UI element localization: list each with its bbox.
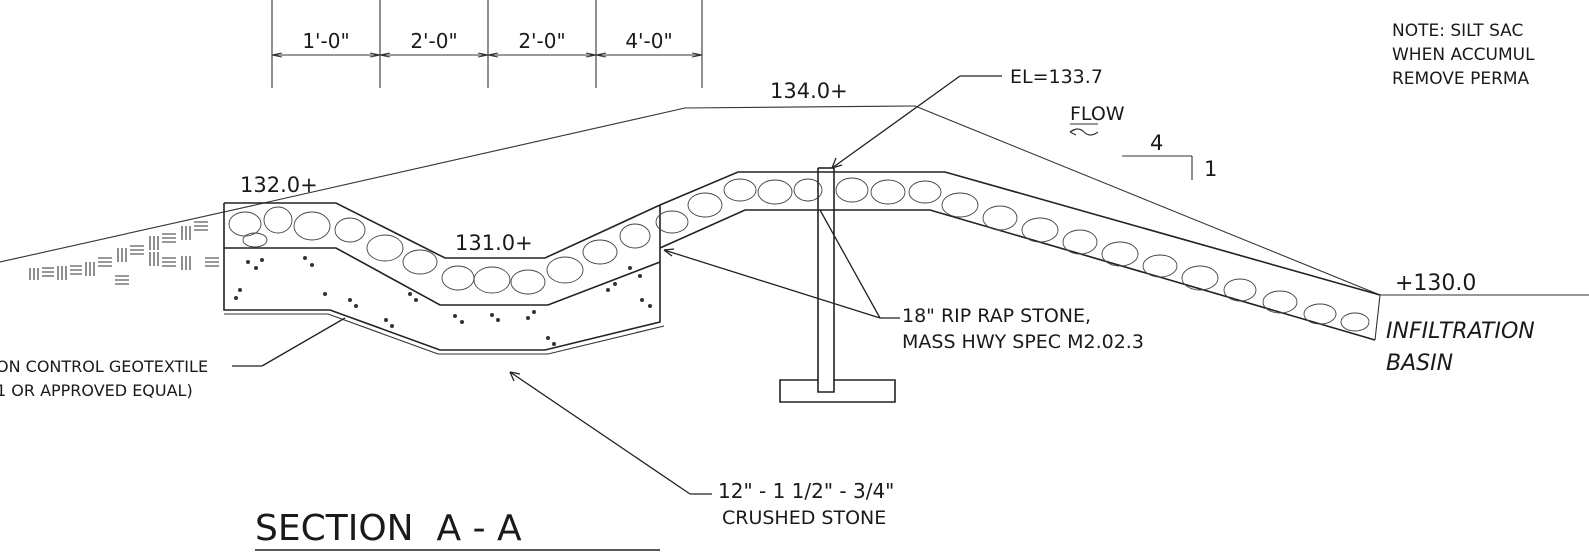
dimension-label-2: 2'-0" [410,29,457,53]
flow-label: FLOW [1070,103,1125,125]
basin-line-1: INFILTRATION [1386,319,1535,344]
grade-lines [0,105,1589,296]
earth-hatch [29,221,219,285]
slope-indicator: 4 1 [1122,131,1217,181]
basin-line-2: BASIN [1386,351,1453,376]
slope-horizontal: 4 [1150,131,1163,155]
riprap-line-2: MASS HWY SPEC M2.02.3 [902,331,1144,353]
slope-vertical: 1 [1204,157,1217,181]
note-line-2: WHEN ACCUMUL [1392,45,1535,65]
note-block: NOTE: SILT SAC WHEN ACCUMUL REMOVE PERMA [1392,21,1535,89]
flow-indicator: FLOW [1069,103,1125,136]
riprap-line-1: 18" RIP RAP STONE, [902,305,1091,327]
weir-elevation-callout: EL=133.7 [831,66,1103,169]
dimension-label-1: 1'-0" [302,29,349,53]
note-line-3: REMOVE PERMA [1392,69,1530,89]
section-title: SECTION A - A [255,508,522,549]
crushed-stone-line-1: 12" - 1 1/2" - 3/4" [718,479,894,503]
elevation-basin: +130.0 [1395,271,1476,296]
riprap-callout: 18" RIP RAP STONE, MASS HWY SPEC M2.02.3 [663,209,1144,353]
riprap-stones [228,177,1370,332]
weir-post [779,167,896,403]
elevation-crest: 134.0+ [770,79,848,103]
trench-body [223,203,665,355]
geotextile-line-2: 1 OR APPROVED EQUAL) [0,381,193,400]
section-title-block: SECTION A - A [255,508,660,551]
basin-label: INFILTRATION BASIN [1386,319,1535,376]
elevation-trough: 131.0+ [455,231,533,255]
crushed-stone-callout: 12" - 1 1/2" - 3/4" CRUSHED STONE [509,371,894,529]
crushed-stone-line-2: CRUSHED STONE [722,507,886,529]
dimension-strip: 1'-0" 2'-0" 2'-0" 4'-0" [271,0,703,88]
elevation-left-bank: 132.0+ [240,173,318,197]
note-line-1: NOTE: SILT SAC [1392,21,1523,41]
geotextile-callout: ON CONTROL GEOTEXTILE 1 OR APPROVED EQUA… [0,317,346,400]
dimension-label-4: 4'-0" [625,29,672,53]
weir-elevation-label: EL=133.7 [1010,66,1103,88]
dimension-label-3: 2'-0" [518,29,565,53]
riprap-layer [224,171,1381,341]
crushed-stone-dots [234,256,652,346]
geotextile-line-1: ON CONTROL GEOTEXTILE [0,357,208,376]
